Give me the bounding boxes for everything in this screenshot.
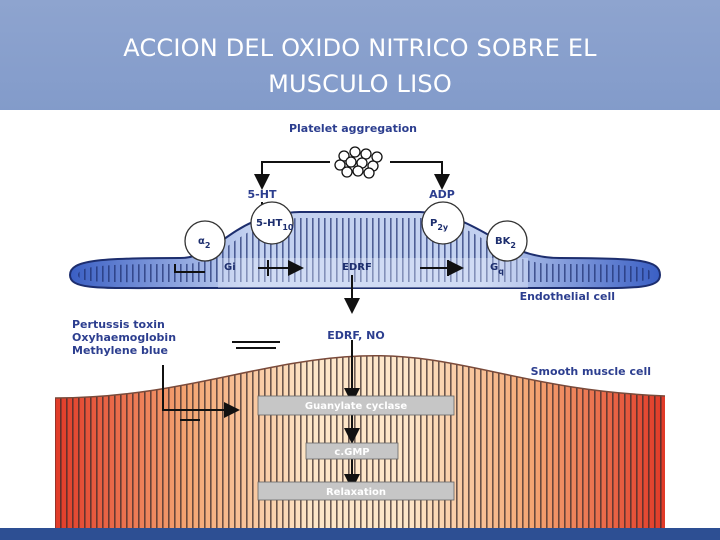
relaxation-label: Relaxation [326,487,386,498]
title-line-1: ACCION DEL OXIDO NITRICO SOBRE EL [123,34,597,62]
receptor-alpha2-circle [184,220,226,262]
cgmp-box [305,442,399,460]
adp-label: ADP [429,188,455,201]
endothelial-cell [68,211,662,290]
pertussis-toxin-label: Pertussis toxin [72,318,165,331]
relaxation-box [257,481,455,501]
receptor-bk2-label: BK2 [495,236,516,250]
title-line-2: MUSCULO LISO [268,70,452,98]
edrf-label: EDRF [342,262,372,273]
receptors [184,201,528,262]
edrf-no-label: EDRF, NO [327,329,384,342]
gi-label: Gi [224,262,236,273]
methylene-blue-label: Methylene blue [72,344,168,357]
no-diagram-figure: Platelet aggregation 5-HT ADP Endothelia… [0,110,720,528]
receptor-p2y-circle [421,201,465,245]
receptor-bk2-circle [486,220,528,262]
guanylate-cyclase-label: Guanylate cyclase [305,401,407,412]
bottom-band [0,528,720,540]
receptor-alpha2-label: α2 [198,236,210,250]
endothelial-arrows [162,260,464,490]
slide-title: ACCION DEL OXIDO NITRICO SOBRE EL MUSCUL… [0,30,720,102]
platelet-cluster-icon [334,146,383,179]
platelet-aggregation-label: Platelet aggregation [289,122,417,135]
cgmp-label: c.GMP [334,447,369,458]
smooth-muscle-cell [54,354,666,528]
gq-label: Gq [490,262,504,276]
guanylate-cyclase-box [257,395,455,416]
process-boxes [257,395,455,501]
endothelial-cell-label: Endothelial cell [520,290,615,303]
no-diagram-svg: Platelet aggregation 5-HT ADP Endothelia… [54,122,666,528]
receptor-p2y-label: P2y [430,218,449,232]
oxyhaemoglobin-label: Oxyhaemoglobin [72,331,176,344]
receptor-5ht10-circle [250,201,294,245]
receptor-5ht10-label: 5-HT10 [256,218,294,232]
platelet-arrows [254,161,450,208]
serotonin-label: 5-HT [248,188,277,201]
smooth-muscle-cell-label: Smooth muscle cell [531,365,651,378]
